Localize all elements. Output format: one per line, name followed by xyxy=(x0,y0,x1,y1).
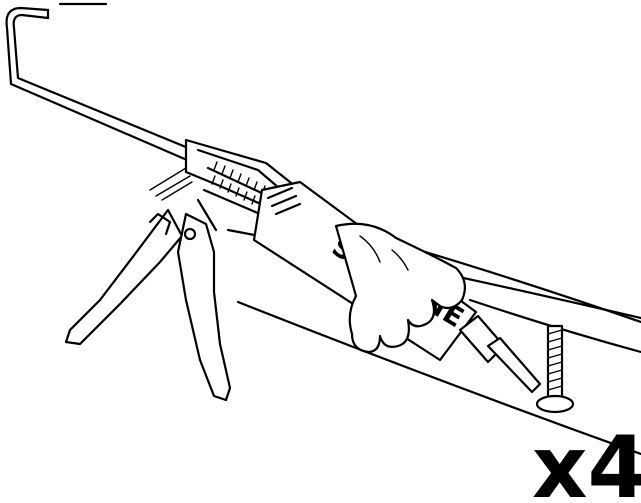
quantity-label: x4 xyxy=(532,418,641,503)
screw-icon xyxy=(537,326,573,412)
caulking-gun-icon xyxy=(7,8,300,400)
